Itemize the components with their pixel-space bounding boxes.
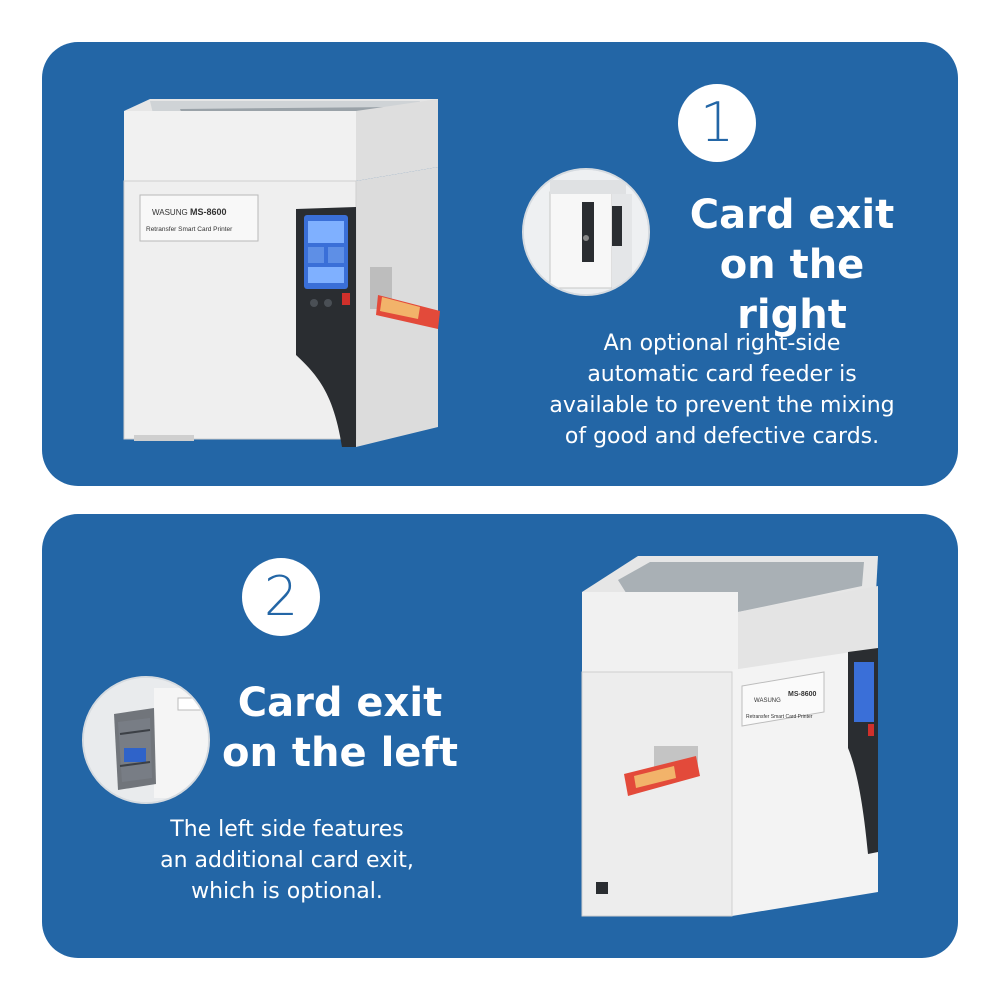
section-number: 2 [263, 565, 299, 628]
heading-line-2: on the right [719, 242, 865, 338]
description-line: available to prevent the mixing [549, 393, 895, 418]
section-heading: Card exit on the right [662, 190, 922, 340]
number-badge: 2 [242, 558, 320, 636]
section-heading: Card exit on the left [210, 678, 470, 778]
description-line: which is optional. [191, 879, 383, 904]
heading-line-1: Card exit [689, 192, 895, 238]
feature-panel-right-exit: WASUNG MS-8600 Retransfer Smart Card Pri… [42, 42, 958, 486]
card-exit-detail-image [82, 676, 210, 804]
description-line: an additional card exit, [160, 848, 414, 873]
heading-line-1: Card exit [237, 680, 443, 726]
printer-model-text: MS-8600 [190, 207, 227, 217]
printer-label-text: Retransfer Smart Card Printer [746, 714, 813, 720]
description-line: An optional right-side [603, 331, 841, 356]
printer-brand-text: WASUNG [754, 698, 781, 704]
description-line: of good and defective cards. [564, 424, 880, 449]
printer-model-text: MS-8600 [788, 691, 817, 698]
description-line: automatic card feeder is [587, 362, 857, 387]
card-exit-detail-image [522, 168, 650, 296]
heading-line-2: on the left [222, 730, 458, 776]
section-description: The left side features an additional car… [102, 814, 472, 907]
printer-brand-text: WASUNG [152, 208, 188, 217]
feature-panel-left-exit: 2 Card exit on the left The left side fe… [42, 514, 958, 958]
printer-image-right-exit: WASUNG MS-8600 Retransfer Smart Card Pri… [120, 97, 525, 467]
section-description: An optional right-side automatic card fe… [522, 328, 922, 452]
section-number: 1 [699, 91, 735, 154]
number-badge: 1 [678, 84, 756, 162]
printer-image-left-exit: WASUNG MS-8600 Retransfer Smart Card Pri… [578, 552, 920, 926]
printer-label-text: Retransfer Smart Card Printer [146, 226, 233, 233]
description-line: The left side features [170, 817, 404, 842]
